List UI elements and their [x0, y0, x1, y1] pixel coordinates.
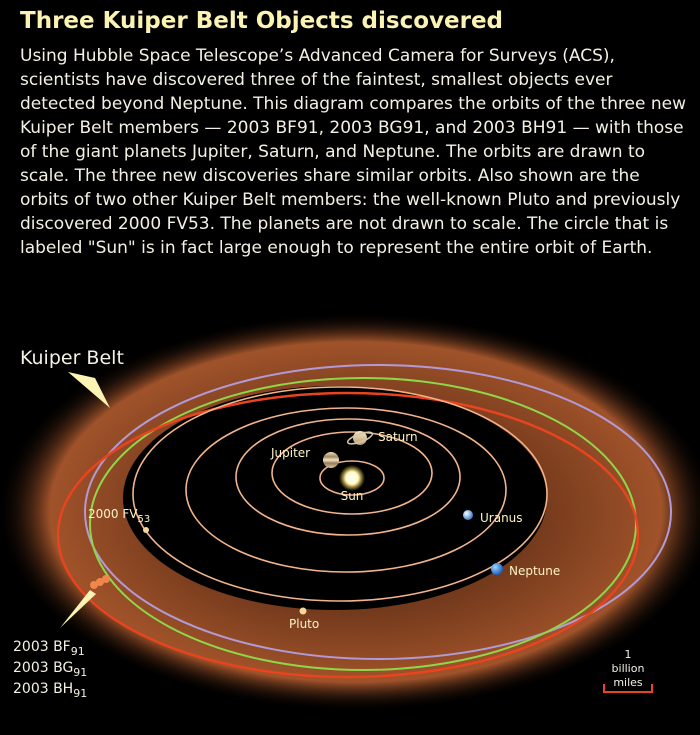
scale-bar-line3: miles: [613, 676, 643, 689]
kbo-icon: [90, 581, 98, 589]
uranus-label: Uranus: [480, 511, 523, 525]
saturn-rings: [346, 431, 374, 445]
description: Using Hubble Space Telescope’s Advanced …: [20, 46, 686, 258]
kbo-icon: [96, 578, 104, 586]
kuiper-belt-label: Kuiper Belt: [20, 347, 124, 369]
scale-bar: [603, 684, 653, 693]
inner-dark-region: [123, 386, 547, 610]
sun-core: [346, 472, 358, 484]
fv53-icon: [143, 527, 149, 533]
pluto-orbit: [84, 364, 672, 660]
scale-bar-line2: billion: [612, 662, 645, 675]
jupiter-label: Jupiter: [270, 446, 310, 460]
neptune-label: Neptune: [509, 564, 560, 578]
page-title: Three Kuiper Belt Objects discovered: [20, 8, 504, 34]
kbo-label-bh91-main: 2003 BH: [13, 681, 73, 697]
fv53-label-main: 2000 FV: [88, 507, 138, 521]
pluto-label: Pluto: [289, 617, 319, 631]
kbo-label-bh91: 2003 BH91: [13, 681, 87, 700]
kbo-label-bg91-main: 2003 BG: [13, 660, 73, 676]
scale-bar-line1: 1: [625, 648, 632, 661]
kbo-orbit: [56, 391, 640, 679]
kbo-pointer: [60, 590, 96, 628]
earth-region-orbit: [319, 460, 385, 496]
fv53-label-sub: 53: [137, 514, 150, 525]
neptune-orbit: [132, 386, 548, 602]
kbo-label-bg91: 2003 BG91: [13, 660, 87, 679]
kbo-label-bh91-sub: 91: [73, 687, 87, 700]
kbo-label-bf91: 2003 BF91: [13, 639, 85, 658]
kbo-label-bf91-sub: 91: [71, 645, 85, 658]
pluto-icon: [299, 607, 307, 615]
saturn-label: Saturn: [378, 430, 418, 444]
kbo-label-bf91-main: 2003 BF: [13, 639, 71, 655]
fv53-label: 2000 FV53: [88, 507, 150, 525]
kbo-label-bg91-sub: 91: [73, 666, 87, 679]
kbo-icon: [102, 575, 110, 583]
uranus-icon: [463, 510, 473, 520]
saturn-orbit: [235, 418, 461, 536]
neptune-icon: [491, 563, 503, 575]
jupiter-orbit: [271, 431, 433, 515]
uranus-orbit: [185, 407, 507, 573]
sun-label: Sun: [341, 489, 364, 503]
kuiper-belt-pointer: [68, 372, 110, 408]
jupiter-icon: [323, 452, 339, 468]
